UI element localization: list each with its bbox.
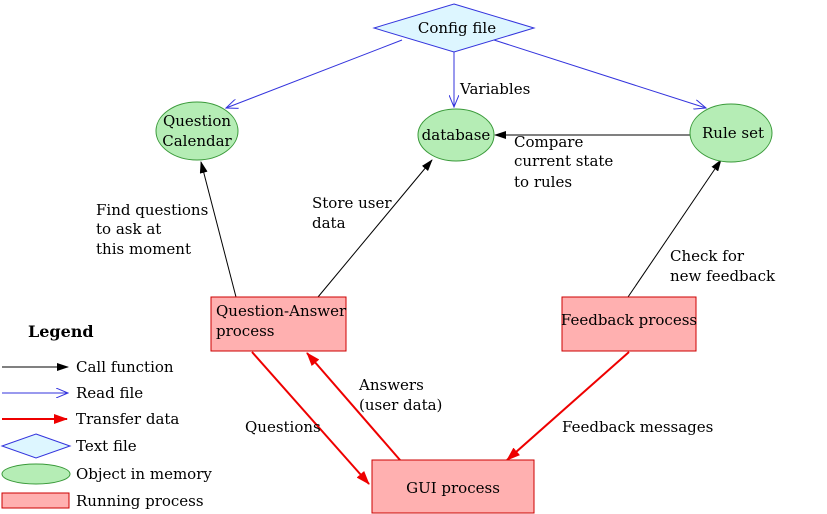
node-database: database bbox=[417, 108, 495, 162]
label-find-questions-line2: to ask at bbox=[96, 220, 161, 238]
edge-qa-to-gui bbox=[251, 351, 370, 485]
legend-process-box bbox=[1, 492, 70, 509]
question-calendar-label-line1: Question bbox=[163, 112, 231, 130]
rule-set-label: Rule set bbox=[702, 124, 764, 142]
legend: Legend Call function Read file Transfer … bbox=[0, 322, 212, 510]
gui-process-label: GUI process bbox=[406, 479, 500, 497]
node-question-answer-process: Question-Answer process bbox=[210, 296, 347, 352]
question-answer-label-line1: Question-Answer bbox=[216, 302, 347, 320]
config-file-label: Config file bbox=[418, 19, 496, 37]
label-check-feedback-line1: Check for bbox=[670, 247, 745, 265]
label-check-feedback-line2: new feedback bbox=[670, 267, 776, 285]
label-variables: Variables bbox=[459, 80, 530, 98]
memory-ellipse bbox=[689, 103, 773, 163]
label-feedback-messages: Feedback messages bbox=[562, 418, 713, 436]
legend-object-in-memory-label: Object in memory bbox=[76, 465, 212, 483]
node-question-calendar: Question Calendar bbox=[155, 101, 239, 161]
legend-memory-ellipse bbox=[1, 463, 71, 485]
label-find-questions-line3: this moment bbox=[96, 240, 191, 258]
label-answers-line1: Answers bbox=[358, 376, 424, 394]
process-box bbox=[371, 459, 535, 514]
label-store-user-data-line1: Store user bbox=[312, 194, 392, 212]
legend-text-file-label: Text file bbox=[76, 437, 137, 455]
node-config-file: Config file bbox=[372, 3, 536, 53]
edge-qa-to-calendar bbox=[199, 161, 237, 298]
database-label: database bbox=[422, 126, 491, 144]
label-compare-line3: to rules bbox=[514, 173, 572, 191]
legend-running-process-label: Running process bbox=[76, 492, 204, 510]
edge-config-to-calendar bbox=[226, 39, 403, 108]
memory-ellipse bbox=[155, 101, 239, 161]
label-find-questions-line1: Find questions bbox=[96, 201, 208, 219]
legend-text-file-diamond bbox=[0, 433, 72, 459]
label-questions: Questions bbox=[245, 418, 321, 436]
label-compare-line1: Compare bbox=[514, 133, 583, 151]
legend-call-function-label: Call function bbox=[76, 358, 174, 376]
legend-title: Legend bbox=[28, 322, 94, 341]
question-calendar-label-line2: Calendar bbox=[162, 132, 232, 150]
label-compare-line2: current state bbox=[514, 152, 613, 170]
process-box bbox=[210, 296, 347, 352]
edge-gui-to-qa bbox=[306, 352, 401, 461]
edge-config-to-ruleset bbox=[493, 39, 706, 108]
edge-feedback-to-ruleset bbox=[627, 159, 722, 298]
feedback-process-label: Feedback process bbox=[561, 311, 697, 329]
node-feedback-process: Feedback process bbox=[561, 296, 697, 352]
node-gui-process: GUI process bbox=[371, 459, 535, 514]
edge-feedback-to-gui bbox=[506, 351, 630, 461]
legend-read-file-label: Read file bbox=[76, 384, 143, 402]
label-answers-line2: (user data) bbox=[359, 396, 442, 414]
memory-ellipse bbox=[417, 108, 495, 162]
process-box bbox=[561, 296, 697, 352]
text-file-diamond bbox=[372, 3, 536, 53]
question-answer-label-line2: process bbox=[216, 322, 274, 340]
node-rule-set: Rule set bbox=[689, 103, 773, 163]
legend-transfer-data-label: Transfer data bbox=[76, 410, 179, 428]
label-store-user-data-line2: data bbox=[312, 214, 346, 232]
edge-qa-to-database bbox=[317, 159, 433, 298]
